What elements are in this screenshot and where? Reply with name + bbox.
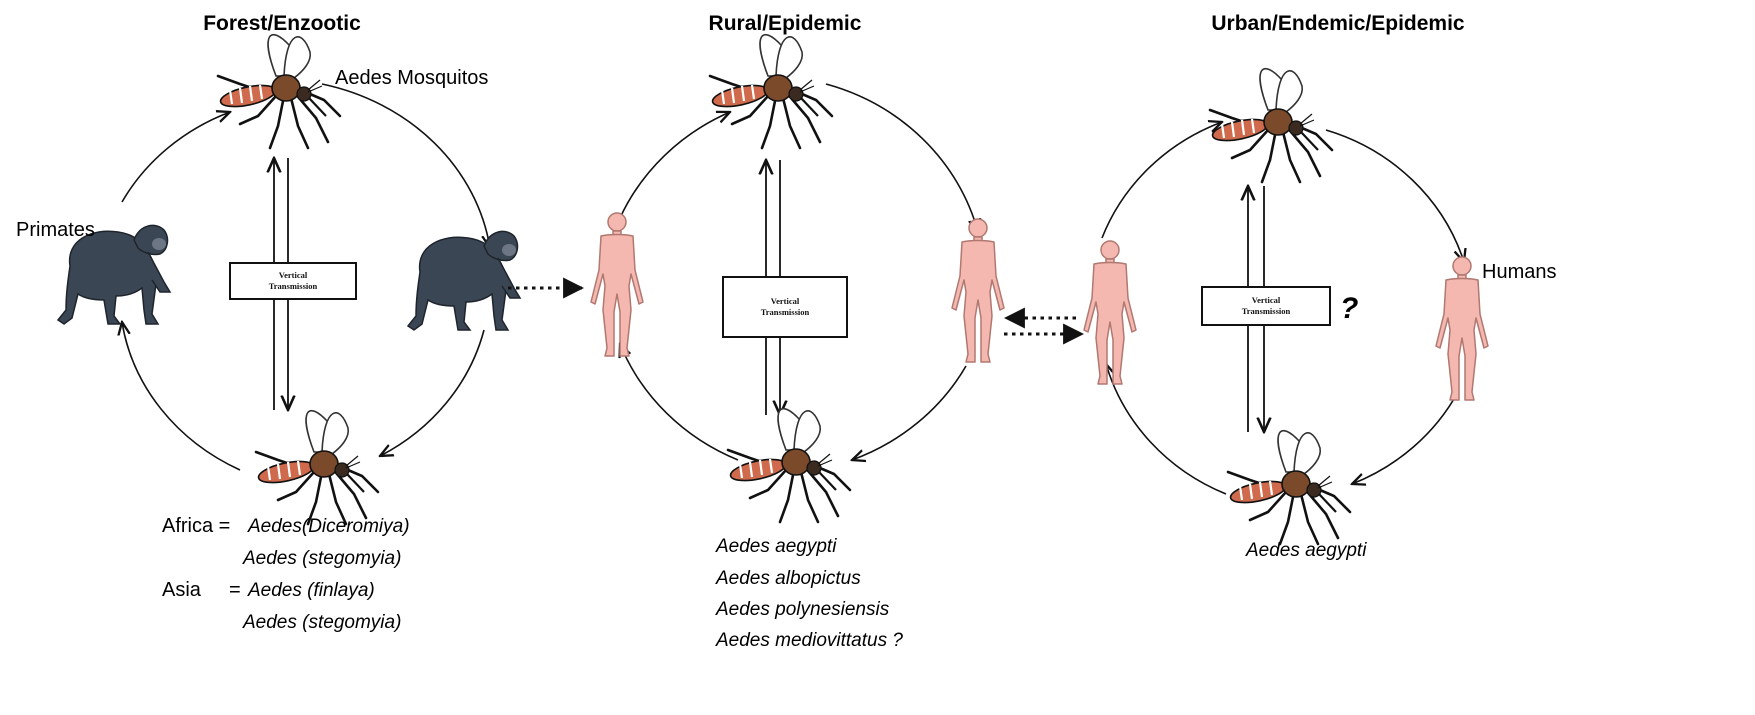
panel-title-forest: Forest/Enzootic [203, 12, 361, 35]
region-asia: Asia [162, 579, 202, 601]
box-line: Vertical [1252, 295, 1280, 306]
vector-species: Aedes polynesiensis [715, 599, 890, 620]
rural-vector-list: Aedes aegypti Aedes albopictus Aedes pol… [715, 536, 903, 651]
box-line: Transmission [1242, 306, 1291, 317]
vector-species: Aedes aegypti [1245, 540, 1367, 561]
cycle-arrow [122, 322, 240, 470]
cycle-arrow [1352, 392, 1458, 484]
equals-sign: = [229, 579, 241, 601]
mosquito-label: Aedes Mosquitos [335, 67, 488, 89]
cycle-arrow [1106, 364, 1226, 494]
cycle-arrow [852, 366, 966, 460]
human-icon [1084, 241, 1136, 384]
forest-vector-list: Africa = Aedes(Diceromiya) Aedes (stegom… [162, 515, 410, 633]
region-africa: Africa = [162, 515, 230, 537]
cycle-arrow [122, 112, 230, 202]
mosquito-icon [710, 35, 832, 148]
vector-species: Aedes (stegomyia) [242, 548, 401, 569]
vector-species: Aedes(Diceromiya) [247, 516, 410, 537]
cycle-arrow [322, 84, 490, 248]
cycle-arrow [1326, 130, 1464, 262]
human-icon [952, 219, 1004, 362]
vertical-transmission-box: Vertical Transmission [722, 276, 848, 338]
vertical-transmission-box: Vertical Transmission [229, 262, 357, 300]
box-line: Transmission [269, 281, 318, 292]
mosquito-icon [1228, 431, 1350, 544]
cycle-arrow [620, 344, 738, 460]
human-icon [591, 213, 643, 356]
vector-species: Aedes aegypti [715, 536, 837, 557]
vertical-transmission-box: Vertical Transmission [1201, 286, 1331, 326]
panel-title-urban: Urban/Endemic/Epidemic [1211, 12, 1465, 35]
cycle-arrow [1102, 122, 1222, 238]
cycle-arrow [826, 84, 978, 232]
box-line: Transmission [761, 307, 810, 318]
vector-species: Aedes mediovittatus ? [715, 630, 903, 651]
mosquito-icon [256, 411, 378, 524]
cycle-arrow [620, 112, 730, 218]
vector-species: Aedes albopictus [715, 568, 861, 589]
host-label: Primates [16, 219, 95, 241]
mosquito-icon [218, 35, 340, 148]
mosquito-icon [728, 409, 850, 522]
urban-vector-list: Aedes aegypti [1245, 540, 1367, 561]
cycle-arrow [380, 330, 484, 456]
human-icon [1436, 257, 1488, 400]
vector-species: Aedes (finlaya) [247, 580, 375, 601]
box-line: Vertical [279, 270, 307, 281]
primate-icon [408, 231, 520, 330]
panel-title-rural: Rural/Epidemic [709, 12, 862, 35]
mosquito-icon [1210, 69, 1332, 182]
vector-species: Aedes (stegomyia) [242, 612, 401, 633]
box-line: Vertical [771, 296, 799, 307]
host-label: Humans [1482, 261, 1556, 283]
question-mark: ? [1340, 292, 1358, 325]
